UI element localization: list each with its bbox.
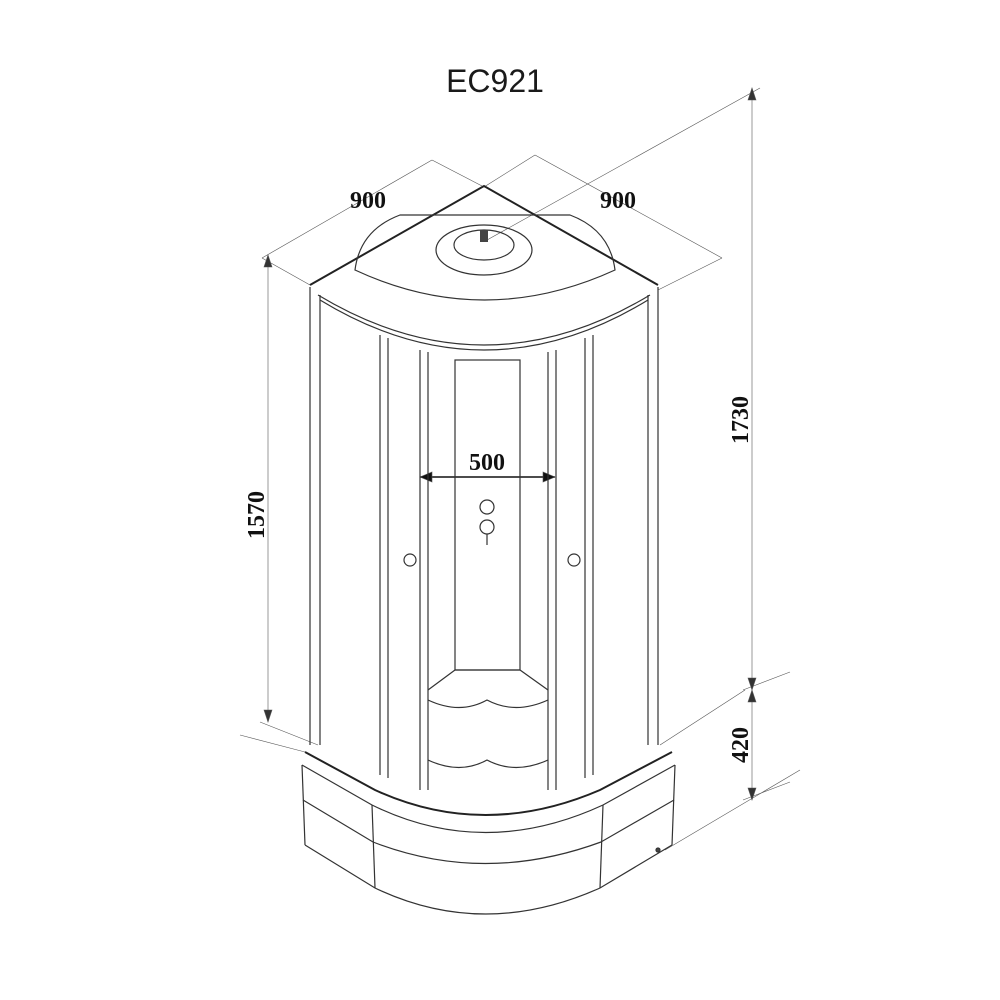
tray-height-label: 420: [728, 727, 754, 763]
width-right-label: 900: [600, 188, 636, 214]
door-width-label: 500: [469, 450, 505, 476]
width-left-label: 900: [350, 188, 386, 214]
model-title: EC921: [446, 63, 544, 99]
total-height-label: 1730: [728, 396, 754, 444]
mixer-knob-icon: [479, 499, 495, 515]
cabin-roof: [309, 184, 659, 351]
shower-tray: [301, 751, 676, 915]
dimension-lines: [239, 87, 801, 851]
cabin-height-label: 1570: [244, 491, 270, 539]
shower-head-icon: [480, 230, 488, 242]
cabin-walls: [309, 287, 659, 790]
